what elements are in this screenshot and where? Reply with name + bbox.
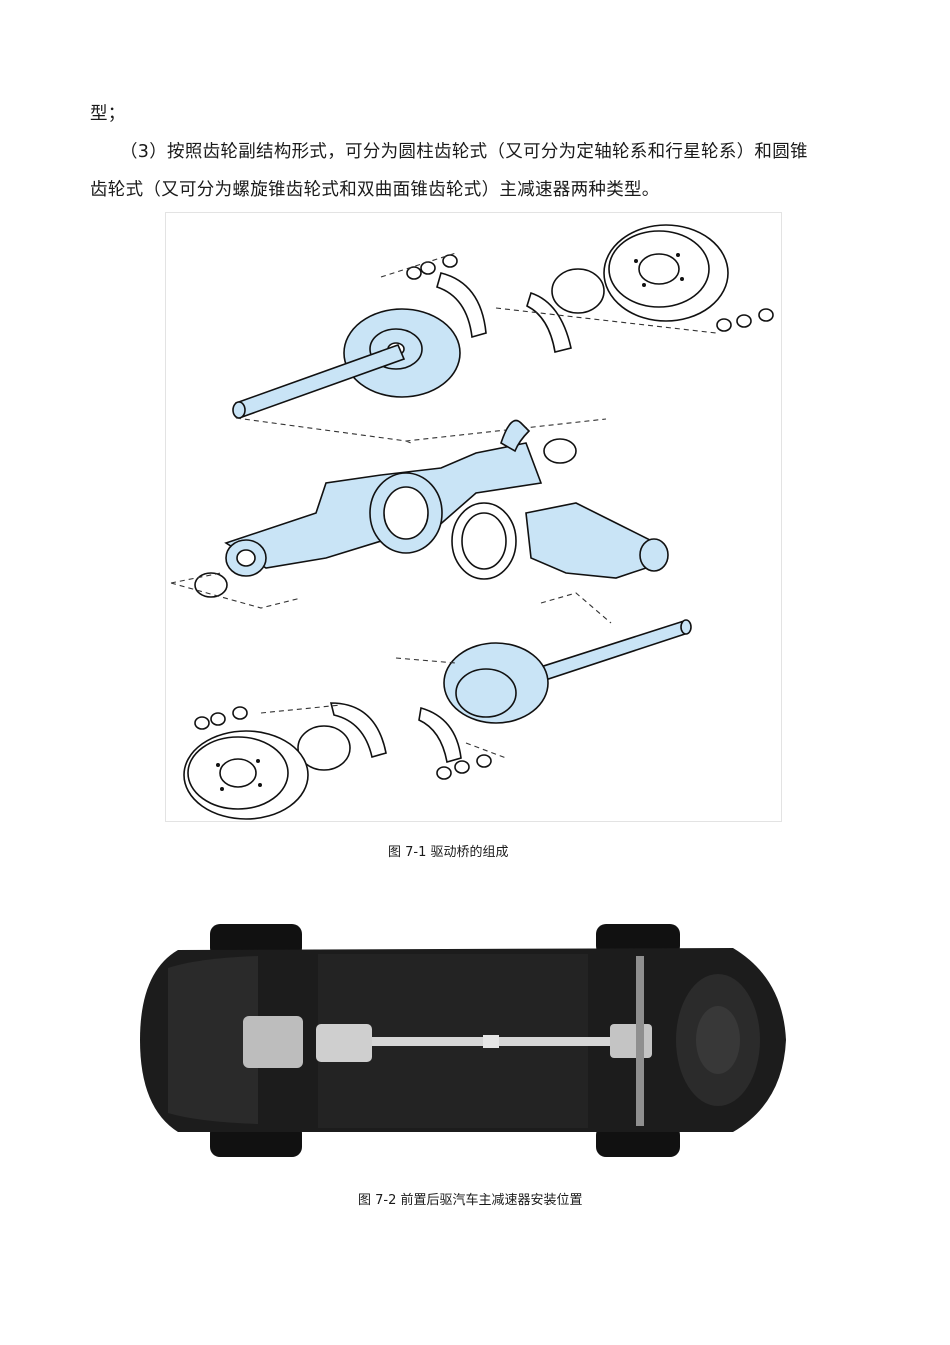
assembly-guides-middle [170, 572, 612, 624]
flange-disc-top [551, 268, 605, 314]
bearing-set-bottom [194, 706, 492, 780]
final-drive-differential [610, 1024, 652, 1058]
drive-axle-illustration [170, 224, 774, 820]
final-drive-carrier [525, 502, 669, 579]
flange-disc-bottom [297, 725, 351, 771]
paragraph-line-1: 型； [90, 104, 126, 124]
car-underbody-illustration [140, 924, 786, 1157]
gearbox-extension [316, 1024, 372, 1062]
assembly-guides-top [235, 252, 717, 444]
figure-caption-1: 图 7-1 驱动桥的组成 [388, 845, 509, 860]
axle-housing [224, 419, 543, 577]
seal-ring-left [194, 572, 228, 598]
wheel-rear-right [596, 1125, 680, 1157]
bearing-set-top [406, 254, 774, 332]
drive-axle-exploded-figure [165, 212, 782, 822]
backing-plate-bottom [443, 642, 549, 724]
brake-shoe-bottom-left [329, 702, 387, 759]
half-shaft-top [232, 343, 406, 419]
brake-shoe-bottom-right [418, 706, 462, 764]
paragraph-line-3: 齿轮式（又可分为螺旋锥齿轮式和双曲面锥齿轮式）主减速器两种类型。 [90, 180, 660, 200]
transmission [243, 1016, 303, 1068]
paragraph-line-2: （3）按照齿轮副结构形式，可分为圆柱齿轮式（又可分为定轴轮系和行星轮系）和圆锥 [120, 142, 808, 162]
figure-caption-2: 图 7-2 前置后驱汽车主减速器安装位置 [358, 1193, 583, 1208]
rear-axle [636, 956, 644, 1126]
wheel-rear-left [596, 924, 680, 956]
brake-drum-top [603, 224, 729, 322]
seal-ring-top [543, 438, 577, 464]
car-underbody-figure [138, 918, 788, 1163]
wheel-front-left [210, 924, 302, 958]
assembly-guides-bottom [260, 657, 507, 759]
brake-drum-bottom [183, 730, 309, 820]
brake-shoe-top-left [436, 272, 487, 339]
